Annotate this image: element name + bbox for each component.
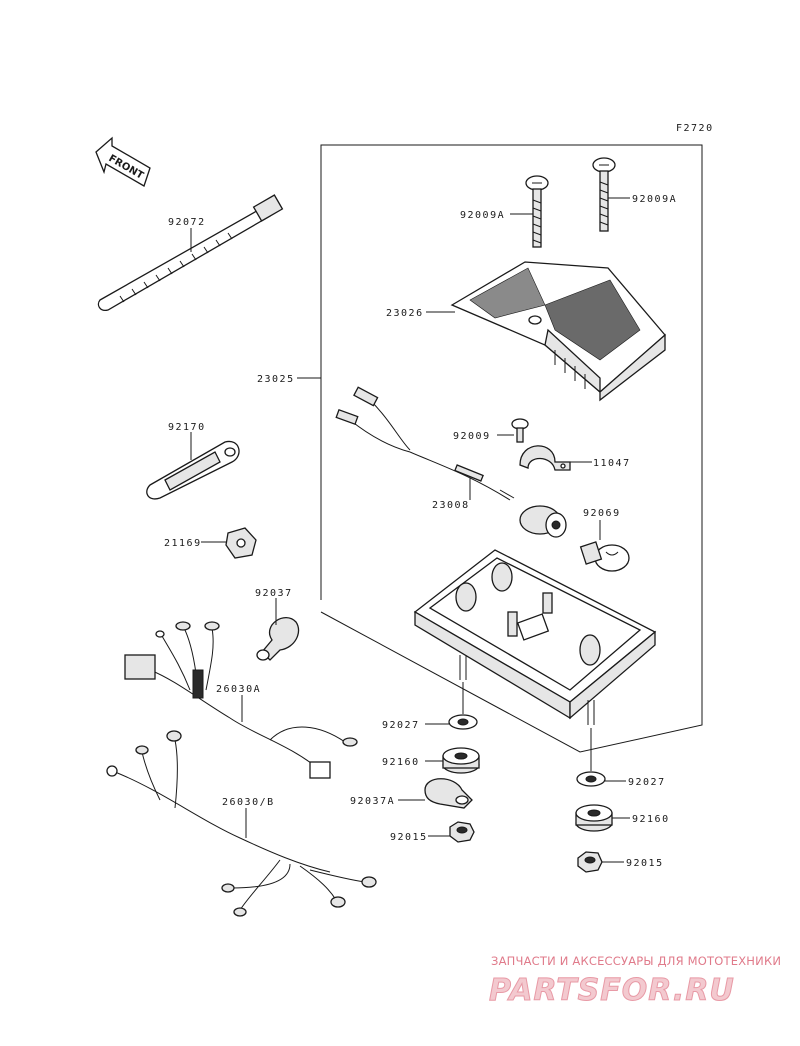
label-26030b: 26030/B [222,797,275,808]
label-92160-right: 92160 [632,814,670,825]
label-92072: 92072 [168,217,206,228]
label-92160-left: 92160 [382,757,420,768]
label-92037: 92037 [255,588,293,599]
nut-right [577,851,603,873]
collar-left [448,714,478,730]
screw-small [511,418,529,443]
watermark-brand: PARTSFOR.RU [489,973,735,1008]
wiring-harness-b [106,730,377,917]
screw-right [592,157,616,232]
clamp-bracket [519,445,571,471]
label-23008: 23008 [432,500,470,511]
grommet-left [442,747,480,774]
clamp-a [424,778,473,809]
cable-strap [97,194,284,311]
label-92009: 92009 [453,431,491,442]
clamp-small [256,616,300,661]
watermark-tagline: ЗАПЧАСТИ И АКСЕССУАРЫ ДЛЯ МОТОТЕХНИКИ [491,954,781,968]
nut-clip [225,527,257,559]
collar-right [576,771,606,787]
label-92027-right: 92027 [628,777,666,788]
label-92009a-right: 92009A [632,194,677,205]
tail-lens [450,261,666,402]
label-21169: 21169 [164,538,202,549]
lamp-housing [413,549,657,725]
label-23025: 23025 [257,374,295,385]
front-arrow-icon: FRONT [95,136,151,187]
label-92069: 92069 [583,508,621,519]
label-92027-left: 92027 [382,720,420,731]
label-92037a: 92037A [350,796,395,807]
grommet-right [575,804,613,832]
bracket-plate [146,440,240,500]
label-11047: 11047 [593,458,631,469]
assembly-outline [320,144,703,753]
label-92170: 92170 [168,422,206,433]
screw-left [525,175,549,248]
wiring-harness-a [124,621,358,779]
label-92009a-left: 92009A [460,210,505,221]
figure-code: F2720 [676,123,714,134]
nut-left [449,821,475,843]
label-92015-right: 92015 [626,858,664,869]
label-23026: 23026 [386,308,424,319]
bulb [579,541,630,572]
label-92015-left: 92015 [390,832,428,843]
socket-harness [335,386,567,538]
label-26030a: 26030A [216,684,261,695]
